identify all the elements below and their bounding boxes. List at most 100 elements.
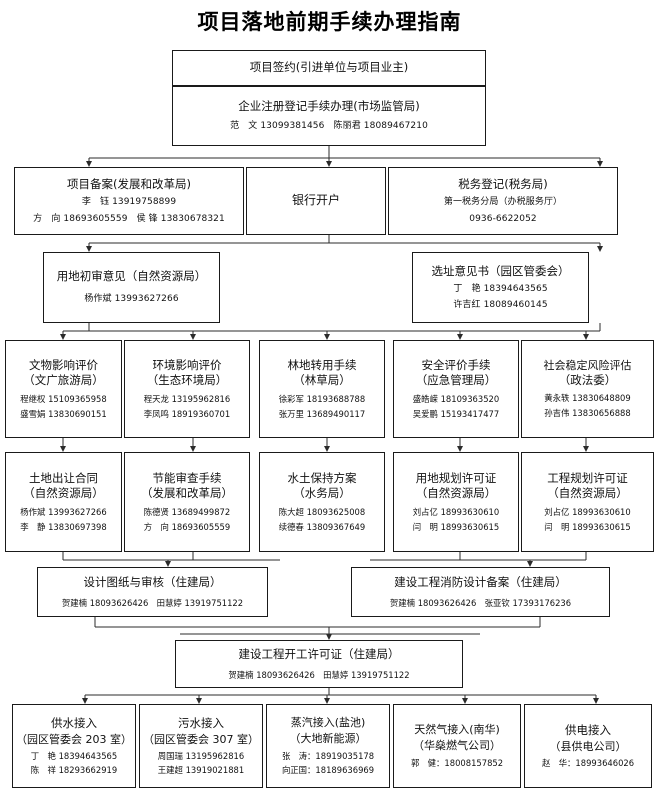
node-contact-1: 贺建楠 18093626426 张亚钦 17393176236 xyxy=(389,598,572,609)
node-title: 污水接入 xyxy=(178,715,224,730)
node-site-selection-opinion[interactable]: 选址意见书（园区管委会） 丁 艳 18394643565 许吉红 1808946… xyxy=(412,252,589,323)
node-tax-registration[interactable]: 税务登记(税务局) 第一税务分局（办税服务厅） 0936-6622052 xyxy=(388,167,618,235)
node-contact-1: 李 钰 13919758899 xyxy=(81,196,177,207)
node-title: 项目签约(引进单位与项目业主) xyxy=(249,60,409,75)
node-contact-1: 程继权 15109365958 xyxy=(20,393,107,404)
node-title: 林地转用手续 xyxy=(287,358,357,373)
node-contact-2: 续德春 13809367649 xyxy=(278,521,366,532)
node-contact-1: 刘占亿 18993630610 xyxy=(412,506,500,517)
node-steam-connection[interactable]: 蒸汽接入(盐池) （大地新能源） 张 涛：18919035178 向正国：181… xyxy=(266,704,390,788)
node-sewage-connection[interactable]: 污水接入 （园区管委会 307 室） 周国瑞 13195962816 王建超 1… xyxy=(139,704,263,788)
node-project-filing[interactable]: 项目备案(发展和改革局) 李 钰 13919758899 方 向 1869360… xyxy=(14,167,244,235)
node-power-supply-connection[interactable]: 供电接入 （县供电公司） 赵 华：18993646026 xyxy=(524,704,652,788)
node-title: 水土保持方案 xyxy=(287,471,357,486)
node-contact-1: 赵 华：18993646026 xyxy=(541,758,635,769)
node-title-2: （园区管委会 203 室） xyxy=(16,732,132,746)
node-contact-2: 李 静 13830697398 xyxy=(20,521,107,532)
node-contact-1: 陈大超 18093625008 xyxy=(278,506,366,517)
node-title-2: （自然资源局） xyxy=(23,486,104,501)
node-title: 工程规划许可证 xyxy=(547,471,628,486)
node-title-2: （园区管委会 307 室） xyxy=(143,732,259,746)
node-contact-1: 张 涛：18919035178 xyxy=(281,750,375,761)
node-design-drawings-review[interactable]: 设计图纸与审核（住建局） 贺建楠 18093626426 田慧婷 1391975… xyxy=(37,567,268,617)
node-title: 文物影响评价 xyxy=(29,358,98,373)
node-contact-2: 方 向 18693605559 xyxy=(143,521,231,532)
node-environmental-assessment[interactable]: 环境影响评价 （生态环境局） 程天龙 13195962816 李凤鸣 18919… xyxy=(124,340,250,438)
node-title-2: （生态环境局） xyxy=(146,373,228,388)
node-title: 用地规划许可证 xyxy=(415,471,497,486)
node-title: 用地初审意见（自然资源局） xyxy=(56,269,207,284)
node-title: 建设工程开工许可证（住建局） xyxy=(238,646,400,661)
node-fire-design-filing[interactable]: 建设工程消防设计备案（住建局） 贺建楠 18093626426 张亚钦 1739… xyxy=(351,567,610,617)
node-soil-water-conservation[interactable]: 水土保持方案 （水务局） 陈大超 18093625008 续德春 1380936… xyxy=(259,452,385,552)
node-contact-2: 吴爱鹏 15193417477 xyxy=(412,408,500,419)
node-contact-2: 闫 明 18993630615 xyxy=(544,521,631,532)
node-title: 银行开户 xyxy=(291,193,340,208)
node-title-2: （大地新能源） xyxy=(289,732,367,746)
node-contact-2: 孙吉伟 13830656888 xyxy=(544,408,631,419)
node-land-planning-permit[interactable]: 用地规划许可证 （自然资源局） 刘占亿 18993630610 闫 明 1899… xyxy=(393,452,519,552)
node-title: 选址意见书（园区管委会） xyxy=(431,263,570,278)
node-title: 企业注册登记手续办理(市场监管局) xyxy=(238,98,420,113)
node-title-2: （发展和改革局） xyxy=(141,486,233,501)
node-social-stability-risk[interactable]: 社会稳定风险评估 （政法委） 黄永轶 13830648809 孙吉伟 13830… xyxy=(521,340,654,438)
node-title: 供电接入 xyxy=(565,722,611,737)
node-title: 天然气接入(南华) xyxy=(414,722,500,736)
node-contact-1: 郭 健：18008157852 xyxy=(410,757,504,768)
node-title: 项目备案(发展和改革局) xyxy=(67,176,191,191)
node-land-transfer-contract[interactable]: 土地出让合同 （自然资源局） 杨作斌 13993627266 李 静 13830… xyxy=(5,452,122,552)
node-contact-1: 程天龙 13195962816 xyxy=(143,393,231,404)
node-title: 环境影响评价 xyxy=(152,358,222,373)
node-engineering-planning-permit[interactable]: 工程规划许可证 （自然资源局） 刘占亿 18993630610 闫 明 1899… xyxy=(521,452,654,552)
node-enterprise-registration[interactable]: 企业注册登记手续办理(市场监管局) 范 文 13099381456 陈丽君 18… xyxy=(172,86,486,146)
node-bank-account[interactable]: 银行开户 xyxy=(246,167,386,235)
node-title-2: （政法委） xyxy=(558,373,617,388)
node-contact-1: 丁 艳 18394643565 xyxy=(453,283,548,294)
node-title: 土地出让合同 xyxy=(29,471,98,486)
node-title: 节能审查手续 xyxy=(152,471,222,486)
node-title: 安全评价手续 xyxy=(421,358,491,373)
node-contact-1: 盛皓嵘 18109363520 xyxy=(412,393,500,404)
node-contact-2: 许吉红 18089460145 xyxy=(453,299,548,310)
node-contact-2: 0936-6622052 xyxy=(469,213,537,224)
node-energy-saving-review[interactable]: 节能审查手续 （发展和改革局） 陈德贤 13689499872 方 向 1869… xyxy=(124,452,250,552)
node-construction-start-permit[interactable]: 建设工程开工许可证（住建局） 贺建楠 18093626426 田慧婷 13919… xyxy=(175,640,463,688)
node-title: 社会稳定风险评估 xyxy=(543,358,632,372)
node-land-preliminary-review[interactable]: 用地初审意见（自然资源局） 杨作斌 13993627266 xyxy=(43,252,220,323)
node-title: 建设工程消防设计备案（住建局） xyxy=(394,574,567,589)
node-contact-1: 丁 艳 18394643565 xyxy=(30,751,118,762)
node-contact-1: 贺建楠 18093626426 田慧婷 13919751122 xyxy=(61,598,244,609)
node-contact-1: 第一税务分局（办税服务厅） xyxy=(443,196,563,207)
node-contact-1: 贺建楠 18093626426 田慧婷 13919751122 xyxy=(228,670,410,681)
node-title: 税务登记(税务局) xyxy=(458,176,548,191)
node-title-2: （应急管理局） xyxy=(415,373,497,388)
node-title-2: （自然资源局） xyxy=(547,486,628,501)
node-contact-2: 向正国：18189636969 xyxy=(281,765,375,776)
node-contact-1: 范 文 13099381456 陈丽君 18089467210 xyxy=(230,121,428,132)
node-contact-2: 闫 明 18993630615 xyxy=(412,521,500,532)
node-contact-2: 盛雪娟 13830690151 xyxy=(20,408,107,419)
node-title: 设计图纸与审核（住建局） xyxy=(83,574,222,589)
node-contact-1: 黄永轶 13830648809 xyxy=(544,393,631,404)
node-natural-gas-connection[interactable]: 天然气接入(南华) （华燊燃气公司） 郭 健：18008157852 xyxy=(393,704,521,788)
node-title: 供水接入 xyxy=(51,715,97,730)
node-title-2: （县供电公司） xyxy=(549,739,627,753)
node-title-2: （文广旅游局） xyxy=(23,373,104,388)
node-title-2: （水务局） xyxy=(293,486,351,501)
node-contact-1: 杨作斌 13993627266 xyxy=(20,506,107,517)
node-safety-assessment[interactable]: 安全评价手续 （应急管理局） 盛皓嵘 18109363520 吴爱鹏 15193… xyxy=(393,340,519,438)
node-contact-2: 陈 祥 18293662919 xyxy=(30,765,118,776)
node-contact-2: 李凤鸣 18919360701 xyxy=(143,408,231,419)
node-project-signing[interactable]: 项目签约(引进单位与项目业主) xyxy=(172,50,486,86)
node-contact-1: 杨作斌 13993627266 xyxy=(84,293,179,304)
node-contact-1: 陈德贤 13689499872 xyxy=(143,506,231,517)
node-title-2: （自然资源局） xyxy=(415,486,497,501)
node-forest-land-conversion[interactable]: 林地转用手续 （林草局） 徐彩军 18193688788 张万里 1368949… xyxy=(259,340,385,438)
node-water-supply-connection[interactable]: 供水接入 （园区管委会 203 室） 丁 艳 18394643565 陈 祥 1… xyxy=(12,704,136,788)
node-contact-2: 王建超 13919021881 xyxy=(157,765,245,776)
node-title-2: （华燊燃气公司） xyxy=(413,739,501,753)
node-cultural-relics-assessment[interactable]: 文物影响评价 （文广旅游局） 程继权 15109365958 盛雪娟 13830… xyxy=(5,340,122,438)
node-contact-1: 刘占亿 18993630610 xyxy=(544,506,631,517)
node-contact-2: 方 向 18693605559 侯 锋 13830678321 xyxy=(33,213,225,224)
